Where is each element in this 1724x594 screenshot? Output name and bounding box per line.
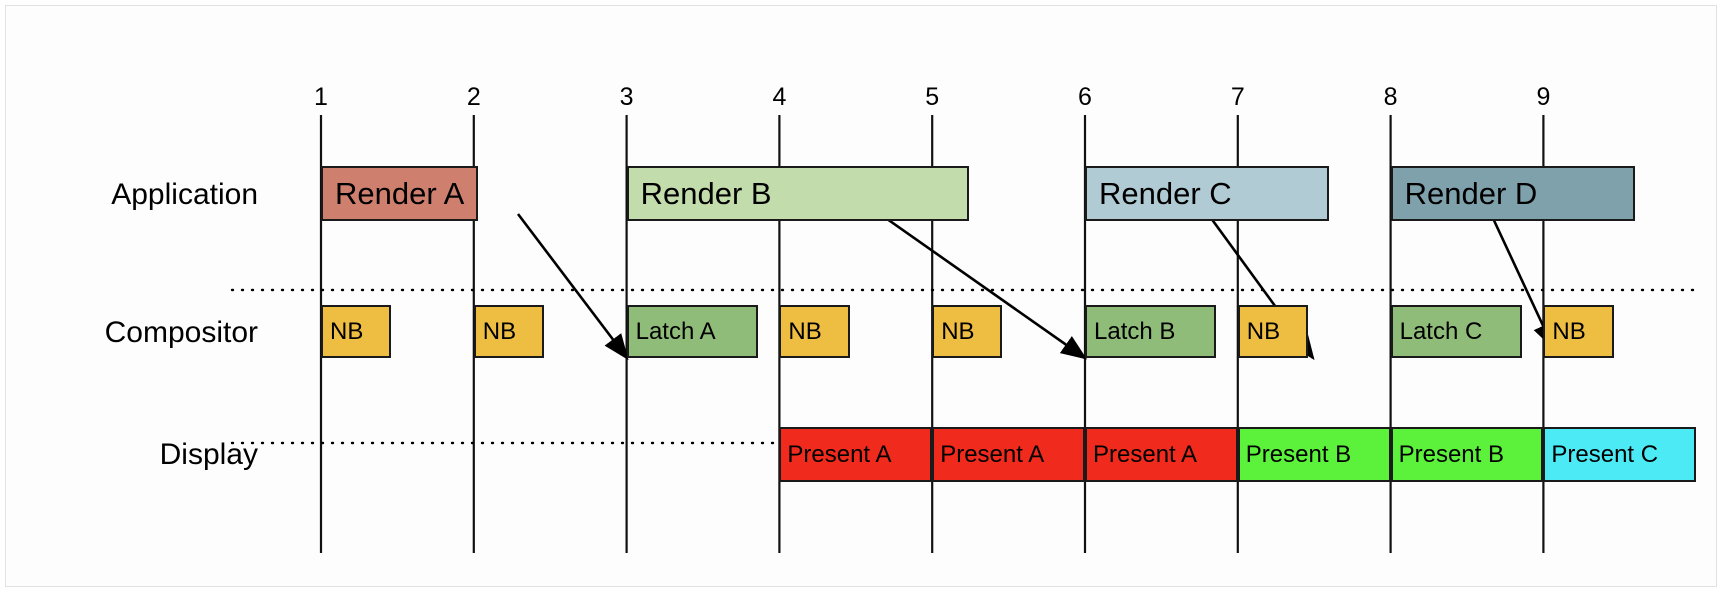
diagram-frame bbox=[5, 5, 1717, 587]
block-present-a-1[interactable]: Present A bbox=[779, 427, 933, 482]
block-present-a-2[interactable]: Present A bbox=[932, 427, 1085, 482]
block-present-c-1[interactable]: Present C bbox=[1543, 427, 1697, 482]
block-render-c[interactable]: Render C bbox=[1085, 166, 1330, 221]
block-nb-1[interactable]: NB bbox=[321, 305, 392, 358]
block-render-a[interactable]: Render A bbox=[321, 166, 479, 221]
tick-label-6: 6 bbox=[1078, 83, 1092, 111]
tick-label-5: 5 bbox=[925, 83, 940, 111]
tick-label-7: 7 bbox=[1230, 83, 1245, 111]
block-present-b-1[interactable]: Present B bbox=[1237, 427, 1391, 482]
arrow-render-b-to-latch-b bbox=[879, 212, 1088, 360]
block-render-b[interactable]: Render B bbox=[626, 166, 969, 221]
tick-label-8: 8 bbox=[1383, 83, 1398, 111]
arrow-render-a-to-latch-a bbox=[516, 213, 629, 361]
block-present-a-3[interactable]: Present A bbox=[1085, 427, 1238, 482]
row-label-compositor: Compositor bbox=[104, 316, 258, 349]
arrow-render-d-offscreen bbox=[1489, 213, 1555, 350]
tick-label-3: 3 bbox=[619, 83, 634, 111]
block-nb-4[interactable]: NB bbox=[932, 305, 1003, 358]
tick-label-9: 9 bbox=[1536, 83, 1551, 111]
block-present-b-2[interactable]: Present B bbox=[1390, 427, 1544, 482]
tick-label-1: 1 bbox=[314, 83, 328, 111]
tick-label-2: 2 bbox=[466, 83, 481, 111]
block-latch-c[interactable]: Latch C bbox=[1390, 305, 1522, 358]
block-latch-a[interactable]: Latch A bbox=[626, 305, 758, 358]
block-nb-6[interactable]: NB bbox=[1543, 305, 1614, 358]
tick-label-4: 4 bbox=[772, 83, 787, 111]
block-nb-2[interactable]: NB bbox=[473, 305, 545, 358]
block-latch-b[interactable]: Latch B bbox=[1085, 305, 1217, 358]
block-render-d[interactable]: Render D bbox=[1390, 166, 1636, 221]
block-nb-3[interactable]: NB bbox=[779, 305, 850, 358]
row-label-display: Display bbox=[159, 438, 258, 471]
row-label-application: Application bbox=[111, 178, 258, 211]
block-nb-5[interactable]: NB bbox=[1237, 305, 1309, 358]
